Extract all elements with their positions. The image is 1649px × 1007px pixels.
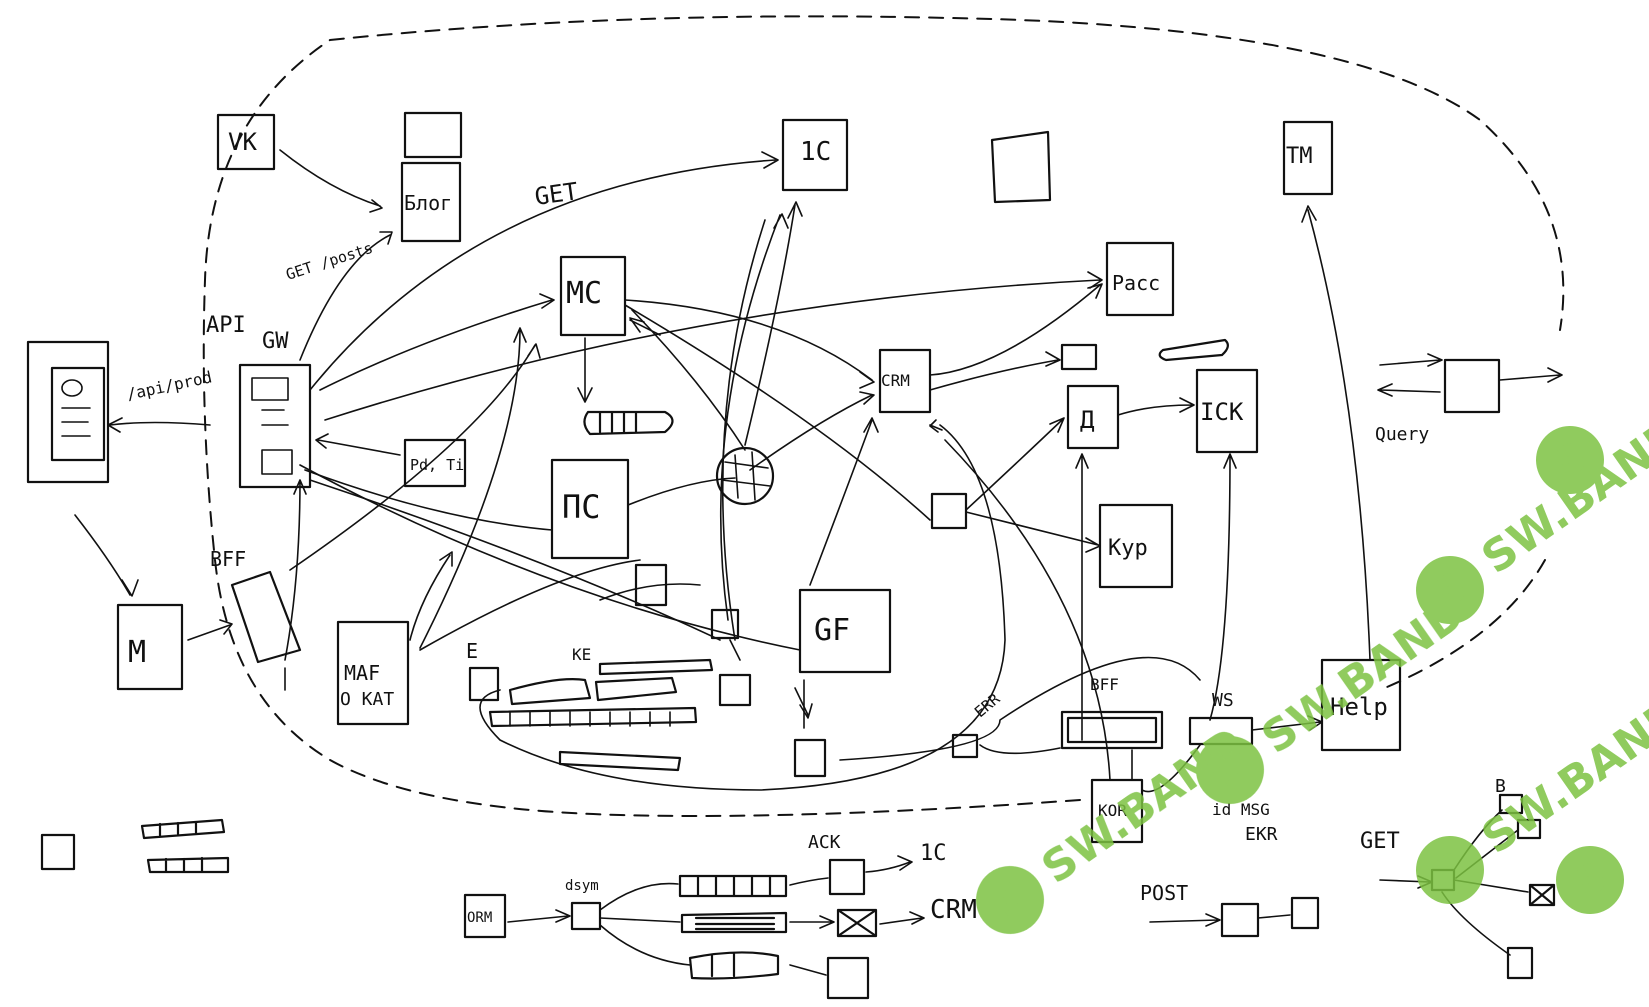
queues-e [488,658,714,772]
svg-text:VK: VK [228,128,257,156]
small-box-c2 [718,673,752,707]
watermark: S SW.BAND S SW.BAND S SW.BAND S S SW.BAN… [976,408,1649,934]
node-mc: MC [559,255,627,337]
node-crm-bottom-box [836,908,878,938]
label-query: Query [1375,424,1429,445]
node-crm: CRM [878,348,932,414]
node-ack-box [828,858,866,896]
node-vk: VK [216,113,276,171]
node-e-box [468,666,500,702]
node-dsym [570,901,602,931]
svg-text:CRM: CRM [881,371,910,390]
label-get-right: GET [1360,829,1400,854]
small-box-b5 [1528,883,1556,907]
label-get-posts: GET /posts [284,239,375,284]
small-box-b4 [1506,946,1534,980]
svg-text:O KAT: O KAT [340,689,394,710]
label-dsym: dsym [565,878,599,894]
svg-text:Pd, Ti: Pd, Ti [410,456,464,474]
label-post: POST [1140,881,1188,905]
node-client-device [26,340,110,484]
svg-text:Kyp: Kyp [1108,536,1148,561]
small-box-b2 [1516,818,1542,840]
node-ick: ICK [1195,368,1259,454]
node-1c: 1C [781,118,849,192]
svg-text:KOR: KOR [1098,801,1127,820]
svg-text:MC: MC [566,276,602,311]
small-box-b1 [1498,793,1524,815]
svg-text:Д: Д [1080,406,1095,434]
node-tm: TM [1282,120,1334,196]
legend-box [40,833,76,871]
svg-text:MAF: MAF [344,661,380,685]
small-box-c1 [710,608,740,640]
svg-text:API: API [206,313,246,338]
legend-queue-1 [140,818,226,840]
node-d: Д [1066,384,1120,450]
label-ke: KE [572,645,591,664]
svg-text:Блог: Блог [404,191,452,215]
node-kyp: Kyp [1098,503,1174,589]
svg-text:M: M [128,635,146,670]
label-e: E [466,639,478,663]
svg-text:ПС: ПС [562,488,601,526]
small-box-c3 [793,738,827,778]
queue-right-top [1158,338,1229,362]
system-boundary [202,15,1565,817]
node-gf: GF [798,588,892,674]
blank-box-top [403,111,463,159]
node-pd-ti: Pd, Ti [403,438,467,488]
node-api-gw: API GW [206,313,312,489]
svg-text:1C: 1C [800,137,831,167]
node-ps: ПС [550,458,630,560]
label-get-top: GET [533,177,580,211]
svg-text:Pacc: Pacc [1112,271,1160,295]
blank-box-right [1443,358,1501,414]
svg-text:GF: GF [814,613,850,648]
label-ws: WS [1212,690,1234,711]
label-ack: ACK [808,832,841,853]
label-crm-bottom: CRM [930,895,977,925]
node-m: M [116,603,184,691]
bottom-queues [678,874,788,980]
label-api-prod: /api/prod [125,367,214,404]
node-bff-left [230,570,302,664]
svg-text:ICK: ICK [1200,398,1244,426]
node-post-box-1 [1220,902,1260,938]
legend-queue-2 [146,856,230,874]
node-maf-kat: MAF O KAT [336,620,410,726]
label-bff-left: BFF [210,547,246,571]
node-post-box-2 [1290,896,1320,930]
svg-text:TM: TM [1286,144,1313,169]
small-box-bm [1060,343,1098,371]
blank-box-center-top [990,130,1052,204]
label-err: ERR [971,689,1004,721]
node-kor: KOR [1090,778,1144,844]
svg-text:ORM: ORM [467,910,492,926]
node-bff-bottom [1060,710,1164,750]
small-box-mid [930,492,968,530]
node-orm: ORM [463,893,507,939]
node-pacc: Pacc [1105,241,1175,317]
label-1c-bottom: 1C [920,841,947,866]
svg-text:GW: GW [262,329,289,354]
label-id-msg: id MSG [1212,800,1270,819]
label-bff-bottom: BFF [1090,675,1119,694]
scribble-hub [715,446,775,506]
svg-text:Help: Help [1330,693,1388,721]
label-b: B [1495,776,1506,797]
label-ekr: EKR [1245,824,1278,845]
node-blog: Блог [400,161,462,243]
node-help: Help [1320,658,1402,752]
node-bottom-box-3 [826,956,870,1000]
queue-mc [583,410,674,436]
